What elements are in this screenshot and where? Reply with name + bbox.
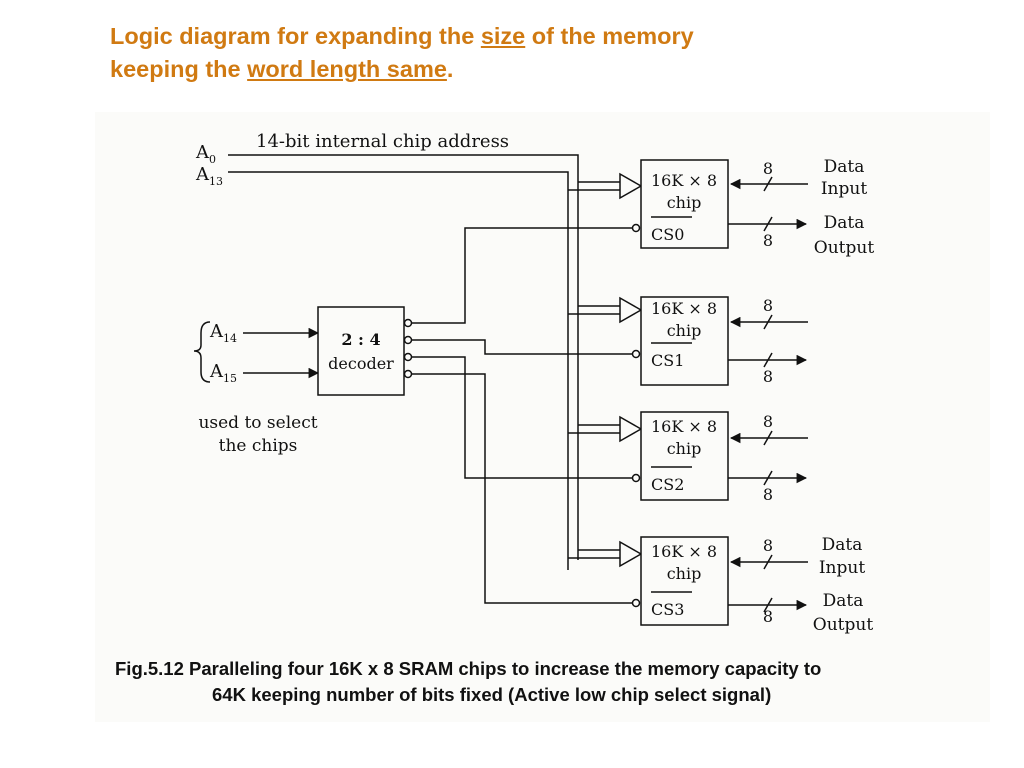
chip2-out-bits: 8 — [763, 485, 773, 504]
data-output-label-bottom-2: Output — [813, 615, 874, 635]
chip1-out-bits: 8 — [763, 367, 773, 386]
a14-label: A14 — [209, 321, 237, 345]
chip2-name: chip — [667, 439, 702, 458]
chip0-out-bits: 8 — [763, 231, 773, 250]
select-line-cs0 — [412, 227, 632, 324]
a15-label: A15 — [209, 361, 237, 385]
decoder-output-bubble-1 — [403, 335, 413, 345]
chip1-in-bits: 8 — [763, 296, 773, 315]
chip3-out-bits: 8 — [763, 607, 773, 626]
select-brace — [193, 321, 211, 383]
bus-slash-out-1 — [763, 352, 773, 368]
data-input-label-bottom-2: Input — [819, 558, 865, 578]
cs-bubble-0 — [631, 223, 641, 233]
bus-slash-in-2 — [763, 430, 773, 446]
a0-label: A0 — [195, 142, 216, 166]
chip0-in-bits: 8 — [763, 159, 773, 178]
scanned-figure-background — [95, 112, 990, 722]
chip0-capacity: 16K × 8 — [651, 171, 717, 190]
data-input-label-top-1: Data — [824, 157, 865, 177]
decoder-block — [317, 306, 405, 396]
cs-bubble-3 — [631, 598, 641, 608]
chip2-capacity: 16K × 8 — [651, 417, 717, 436]
chip0-cs-label: CS0 — [651, 225, 684, 244]
decoder-output-bubble-3 — [403, 369, 413, 379]
data-output-label-top-2: Output — [814, 238, 875, 258]
bus-arrow-chip1 — [619, 296, 643, 324]
bus-slash-out-0 — [763, 216, 773, 232]
a13-label: A13 — [195, 164, 223, 188]
data-input-label-bottom-1: Data — [822, 535, 863, 555]
bus-slash-in-3 — [763, 554, 773, 570]
chip1-cs-label: CS1 — [651, 351, 684, 370]
chip1-capacity: 16K × 8 — [651, 299, 717, 318]
cs-bubble-2 — [631, 473, 641, 483]
data-output-label-top-1: Data — [824, 213, 865, 233]
chip-2 — [640, 411, 729, 501]
chip3-capacity: 16K × 8 — [651, 542, 717, 561]
select-note-line2: the chips — [219, 436, 298, 456]
chip2-in-bits: 8 — [763, 412, 773, 431]
chip0-name: chip — [667, 193, 702, 212]
bus-arrow-chip3 — [619, 540, 643, 568]
select-line-cs1 — [412, 339, 632, 355]
decoder-output-bubble-2 — [403, 352, 413, 362]
bus-slash-out-3 — [763, 597, 773, 613]
chip3-cs-label: CS3 — [651, 600, 684, 619]
chip3-name: chip — [667, 564, 702, 583]
chip2-cs-label: CS2 — [651, 475, 684, 494]
chip3-in-bits: 8 — [763, 536, 773, 555]
chip-1 — [640, 296, 729, 386]
select-line-cs3 — [412, 373, 632, 604]
chip-0 — [640, 159, 729, 249]
slide-title: Logic diagram for expanding the size of … — [110, 23, 694, 82]
data-output-label-bottom-1: Data — [823, 591, 864, 611]
decoder-label-ratio: 2 : 4 — [341, 330, 380, 349]
chip1-name: chip — [667, 321, 702, 340]
data-input-label-top-2: Input — [821, 179, 867, 199]
address-bus-label: 14-bit internal chip address — [256, 131, 509, 152]
chip-3 — [640, 536, 729, 626]
cs-bubble-1 — [631, 349, 641, 359]
bus-slash-out-2 — [763, 470, 773, 486]
bus-slash-in-1 — [763, 314, 773, 330]
bus-arrow-chip0 — [619, 172, 643, 200]
title-underline-word-length: word length same — [247, 56, 447, 82]
decoder-output-bubble-0 — [403, 318, 413, 328]
address-line-a13 — [228, 171, 569, 570]
bus-slash-in-0 — [763, 176, 773, 192]
bus-arrow-chip2 — [619, 415, 643, 443]
caption-line2: 64K keeping number of bits fixed (Active… — [212, 684, 772, 705]
decoder-label-name: decoder — [328, 354, 394, 373]
caption-line1: Fig.5.12 Paralleling four 16K x 8 SRAM c… — [115, 658, 822, 679]
title-underline-size: size — [480, 23, 526, 49]
select-line-cs2 — [412, 356, 632, 479]
select-note-line1: used to select — [198, 413, 317, 433]
figure-caption: Fig.5.12 Paralleling four 16K x 8 SRAM c… — [115, 656, 995, 708]
